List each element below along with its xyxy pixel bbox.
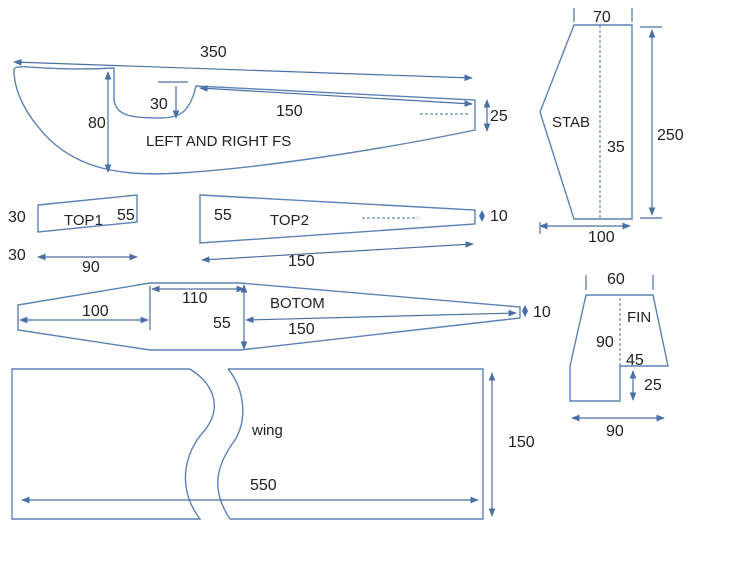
fuselage-height-text: 80	[88, 115, 106, 132]
stab-height-text: 250	[657, 127, 684, 144]
tail-text: 25	[490, 108, 508, 125]
bottom-part: 100 110 55 BOTOM 150 10	[17, 282, 551, 351]
bottom-right-dim	[245, 309, 517, 324]
stab-part: 70 STAB 35 250 100	[539, 8, 684, 246]
fin-outline	[569, 294, 669, 402]
fin-top-text: 60	[607, 271, 625, 288]
fin-step-text: 45	[626, 352, 644, 369]
fin-label: FIN	[627, 309, 651, 326]
fin-height-text: 90	[596, 334, 614, 351]
top2-right-text: 10	[490, 208, 508, 225]
fuselage-length-dim	[13, 58, 473, 82]
wing-chord-text: 150	[508, 434, 535, 451]
stab-top-text: 70	[593, 9, 611, 26]
bottom-mid-text: 110	[182, 290, 208, 307]
wing-span-text: 550	[250, 477, 277, 494]
stab-label: STAB	[552, 114, 590, 131]
stab-outline	[539, 24, 633, 220]
bottom-tip-marker	[522, 305, 528, 317]
bottom-left-text: 100	[82, 303, 109, 320]
top2-label: TOP2	[270, 212, 309, 229]
top2-part: 55 TOP2 10 150	[199, 194, 508, 270]
taper-text: 150	[276, 103, 303, 120]
top2-length-dim	[201, 241, 474, 263]
bottom-label: BOTOM	[270, 295, 325, 312]
stab-bottom-text: 100	[588, 229, 615, 246]
top1-right-text: 55	[117, 207, 135, 224]
top1-length-text: 90	[82, 259, 100, 276]
bottom-outline	[17, 282, 521, 351]
top1-label: TOP1	[64, 212, 103, 229]
top1-bottom-text: 30	[8, 247, 26, 264]
cutout-text: 30	[150, 96, 168, 113]
wing-left-panel	[11, 368, 215, 520]
fuselage-side-label: LEFT AND RIGHT FS	[146, 133, 291, 150]
top1-left-text: 30	[8, 209, 26, 226]
bottom-right-text: 150	[288, 321, 315, 338]
top1-outline	[37, 194, 138, 233]
wing-part: wing 550 150	[11, 368, 535, 520]
fuselage-length-text: 350	[200, 44, 227, 61]
stab-mid-text: 35	[607, 139, 625, 156]
bottom-height-text: 55	[213, 315, 231, 332]
fin-tab-text: 25	[644, 377, 662, 394]
top2-left-text: 55	[214, 207, 232, 224]
fuselage-side-outline	[13, 66, 476, 175]
top2-length-text: 150	[288, 253, 315, 270]
fin-bottom-text: 90	[606, 423, 624, 440]
fin-part: 60 FIN 90 45 25 90	[569, 271, 669, 440]
top2-outline	[199, 194, 476, 244]
taper-dim	[199, 85, 473, 107]
bottom-tip-text: 10	[533, 304, 551, 321]
top2-tip-marker	[479, 210, 485, 222]
fuselage-side-part: 350 80 30 150 25 LEFT AND RIGHT FS	[13, 44, 508, 175]
top1-part: 30 55 30 90 TOP1	[8, 194, 138, 276]
wing-label: wing	[251, 422, 283, 439]
wing-right-panel	[217, 368, 484, 520]
